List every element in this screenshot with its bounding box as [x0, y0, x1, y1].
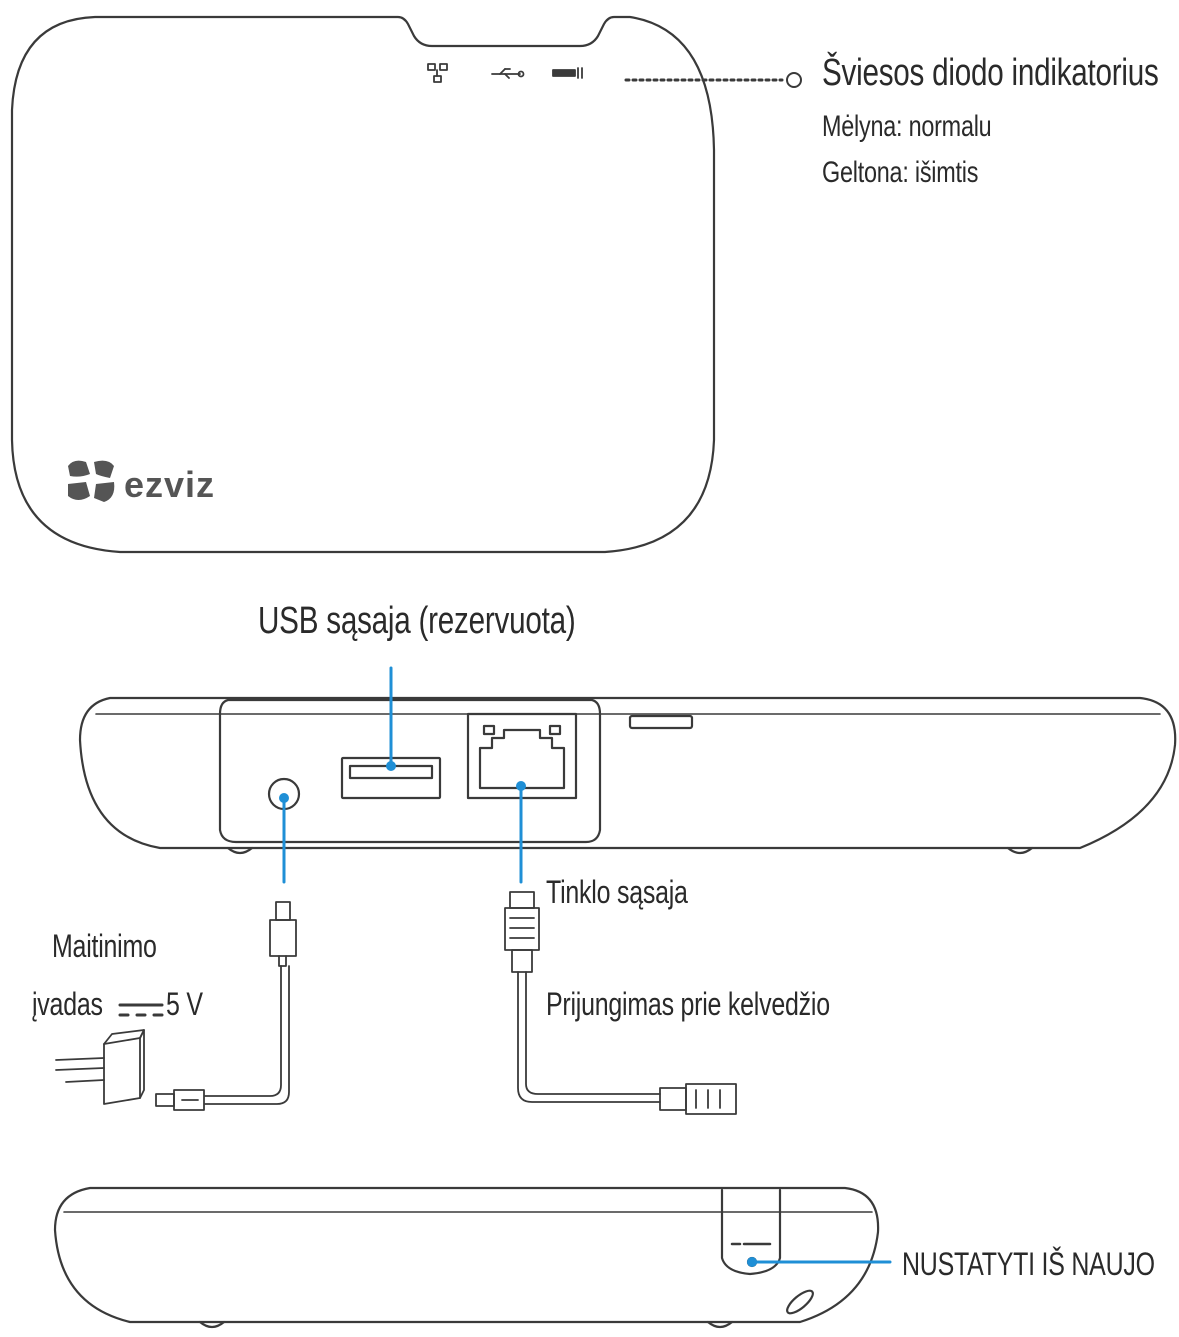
network-port-label: Tinklo sąsaja	[546, 874, 688, 910]
usb-port-label: USB sąsaja (rezervuota)	[258, 600, 576, 642]
led-blue-label: Mėlyna: normalu	[822, 110, 992, 143]
front-foot-right	[1006, 846, 1034, 855]
back-view-outline	[53, 1186, 880, 1324]
led-callout-dot	[786, 72, 802, 88]
ezviz-logo-icon	[68, 460, 115, 502]
usb-status-icon	[491, 68, 525, 79]
power-input-label-line2: įvadas	[32, 986, 103, 1022]
power-callout-dot	[279, 793, 289, 803]
front-view-outline	[78, 696, 1177, 850]
ethernet-cable	[504, 891, 737, 1115]
power-input-label-line1: Maitinimo	[52, 928, 157, 964]
top-view-outline	[10, 15, 716, 554]
front-foot-left	[226, 846, 254, 855]
reset-callout-dot	[747, 1257, 757, 1267]
ezviz-logo: ezviz	[124, 464, 216, 505]
network-status-icon	[427, 63, 448, 83]
power-voltage-label: 5 V	[166, 986, 203, 1022]
alarm-status-icon	[552, 67, 583, 79]
usb-callout-dot	[386, 761, 396, 771]
power-adapter	[55, 1029, 145, 1105]
dc-symbol	[118, 1003, 164, 1017]
power-cable	[155, 901, 297, 1111]
front-slot	[628, 714, 694, 730]
port-panel	[218, 698, 602, 844]
led-indicator-label: Šviesos diodo indikatorius	[822, 52, 1159, 94]
led-yellow-label: Geltona: išimtis	[822, 156, 979, 189]
router-connection-label: Prijungimas prie kelvedžio	[546, 986, 830, 1022]
network-callout-dot	[516, 781, 526, 791]
back-foot-right	[706, 1320, 734, 1329]
back-foot-left	[198, 1320, 226, 1329]
reset-label: NUSTATYTI IŠ NAUJO	[902, 1246, 1155, 1282]
back-vent	[786, 1289, 814, 1315]
